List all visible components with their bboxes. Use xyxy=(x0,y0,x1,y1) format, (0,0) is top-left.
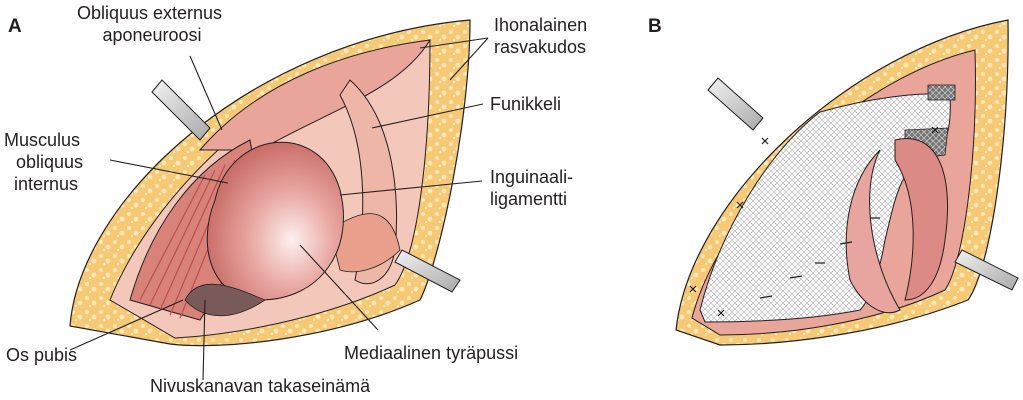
retractor-upper-b xyxy=(708,78,763,130)
label-funikkeli: Funikkeli xyxy=(490,94,561,114)
panel-letter-a: A xyxy=(8,16,22,37)
label-mediaalinen-tyrapussi: Mediaalinen tyräpussi xyxy=(344,343,518,363)
label-os-pubis: Os pubis xyxy=(6,345,77,365)
panel-letter-b: B xyxy=(648,16,662,37)
label-nivuskanavan-takaseinama: Nivuskanavan takaseinämä xyxy=(150,376,371,396)
panel-a: A xyxy=(4,3,592,396)
label-obliquus-externus: Obliquus externus aponeuroosi xyxy=(77,3,227,45)
mesh-patch-dark xyxy=(928,85,955,100)
retractor-upper-a xyxy=(152,80,210,140)
label-ihonalainen-rasvakudos: Ihonalainen rasvakudos xyxy=(494,15,592,57)
label-inguinaaliligamentti: Inguinaali- ligamentti xyxy=(490,167,578,209)
label-musculus-obliquus-internus: Musculus obliquus internus xyxy=(4,130,88,194)
panel-b: B xyxy=(648,16,1018,345)
